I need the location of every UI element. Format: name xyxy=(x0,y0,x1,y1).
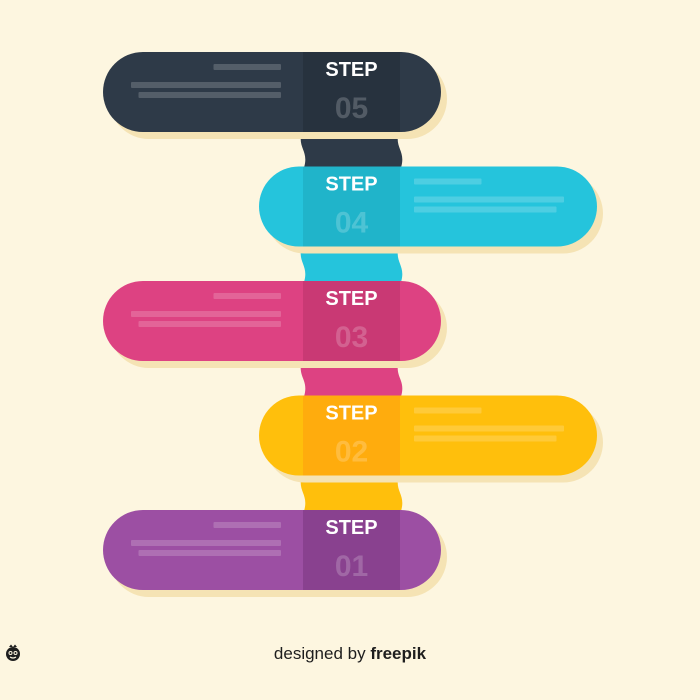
credit-brand: freepik xyxy=(370,644,427,663)
freepik-logo-icon xyxy=(6,644,20,661)
step-column-band xyxy=(303,52,400,132)
step-02-pill: STEP 02 xyxy=(259,395,603,483)
step-number: 04 xyxy=(335,207,369,240)
placeholder-text-lines xyxy=(414,178,564,213)
step-04-pill: STEP 04 xyxy=(259,166,603,254)
step-number: 05 xyxy=(335,92,368,125)
step-number: 03 xyxy=(335,321,368,354)
step-column-band xyxy=(303,395,400,476)
step-column-band xyxy=(303,281,400,361)
step-number: 02 xyxy=(335,436,368,469)
step-label: STEP xyxy=(325,174,377,196)
step-label: STEP xyxy=(325,59,377,81)
step-label: STEP xyxy=(325,288,377,310)
step-number: 01 xyxy=(335,550,368,583)
step-label: STEP xyxy=(325,403,377,425)
credit-line: designed by freepik xyxy=(0,644,700,664)
step-05-pill: STEP 05 xyxy=(103,52,447,139)
step-column-band xyxy=(303,166,400,247)
step-01-pill: STEP 01 xyxy=(103,510,447,597)
credit-prefix: designed by xyxy=(273,644,366,663)
step-03-pill: STEP 03 xyxy=(103,281,447,368)
step-label: STEP xyxy=(325,517,377,539)
placeholder-text-lines xyxy=(131,293,281,327)
placeholder-text-lines xyxy=(131,64,281,98)
placeholder-text-lines xyxy=(414,407,564,442)
step-column-band xyxy=(303,510,400,590)
placeholder-text-lines xyxy=(131,522,281,556)
